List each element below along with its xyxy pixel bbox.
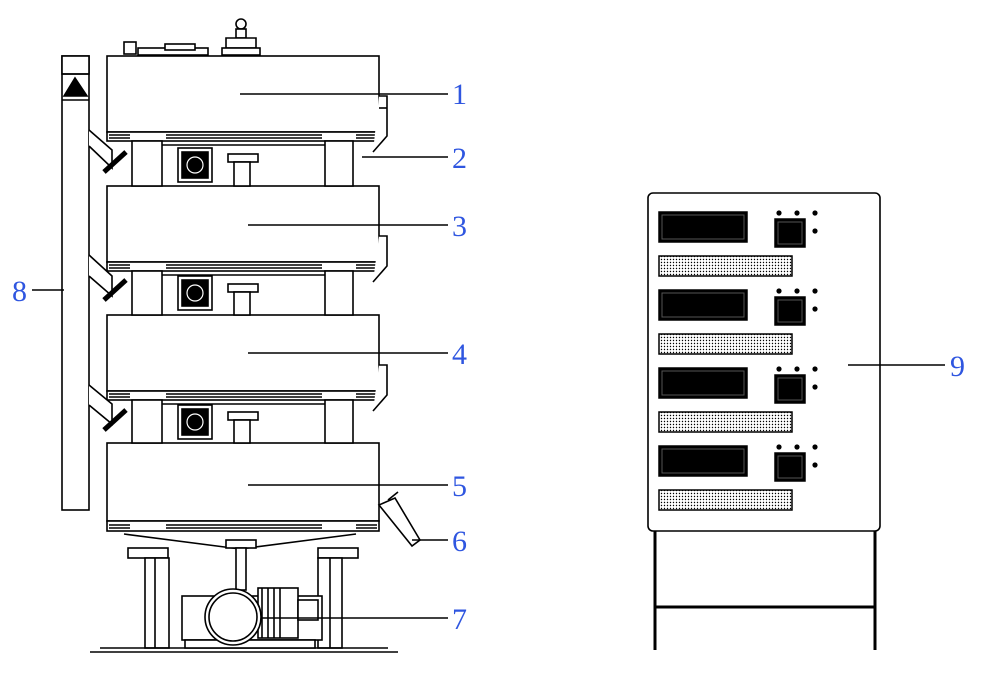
unit-5	[106, 442, 380, 532]
cabinet-button	[774, 374, 806, 404]
callout-2: 2	[452, 142, 467, 175]
cabinet-display-frame	[661, 292, 745, 318]
cabinet-button-frame	[777, 455, 803, 479]
cabinet-button-frame	[777, 221, 803, 245]
cabinet-vent-panel	[658, 411, 793, 433]
outlet-spout	[377, 491, 422, 548]
indicator-dot	[812, 306, 818, 312]
cabinet-button	[774, 218, 806, 248]
callout-7: 7	[452, 603, 467, 636]
unit-1	[106, 55, 388, 153]
cabinet-display-frame	[661, 370, 745, 396]
gap-1	[131, 140, 354, 187]
indicator-dot	[812, 210, 818, 216]
indicator-dot	[794, 288, 800, 294]
cabinet-button	[774, 296, 806, 326]
cabinet-vent-panel	[658, 255, 793, 277]
cabinet-display-frame	[661, 214, 745, 240]
indicator-dot	[776, 444, 782, 450]
callout-1: 1	[452, 78, 467, 111]
callout-6: 6	[452, 525, 467, 558]
vertical-elevator-column	[61, 55, 90, 511]
cabinet-button	[774, 452, 806, 482]
callout-9: 9	[950, 350, 965, 383]
indicator-dot	[776, 288, 782, 294]
cabinet-vent-panel	[658, 333, 793, 355]
indicator-dot	[812, 462, 818, 468]
cabinet-display	[658, 445, 748, 477]
cabinet-button-frame	[777, 299, 803, 323]
cabinet-display	[658, 211, 748, 243]
cabinet-button-frame	[777, 377, 803, 401]
cabinet-modules	[658, 210, 818, 511]
indicator-dot	[794, 366, 800, 372]
top-fittings	[123, 18, 261, 56]
indicator-dot	[812, 228, 818, 234]
callout-4: 4	[452, 338, 467, 371]
cabinet-display	[658, 289, 748, 321]
leader-lines	[32, 93, 945, 619]
indicator-dot	[776, 210, 782, 216]
indicator-dot	[812, 444, 818, 450]
gap-3	[131, 399, 354, 444]
unit-4	[106, 314, 388, 412]
indicator-dot	[812, 366, 818, 372]
unit-3	[106, 185, 388, 283]
indicator-dot	[812, 384, 818, 390]
indicator-dot	[794, 444, 800, 450]
base-frame	[90, 533, 398, 653]
cabinet-display	[658, 367, 748, 399]
cabinet-display-frame	[661, 448, 745, 474]
indicator-dot	[794, 210, 800, 216]
callout-5: 5	[452, 470, 467, 503]
gap-2	[131, 270, 354, 316]
indicator-dot	[812, 288, 818, 294]
cabinet-vent-panel	[658, 489, 793, 511]
callout-8: 8	[12, 275, 27, 308]
indicator-dot	[776, 366, 782, 372]
left-chutes	[88, 129, 128, 432]
callout-3: 3	[452, 210, 467, 243]
